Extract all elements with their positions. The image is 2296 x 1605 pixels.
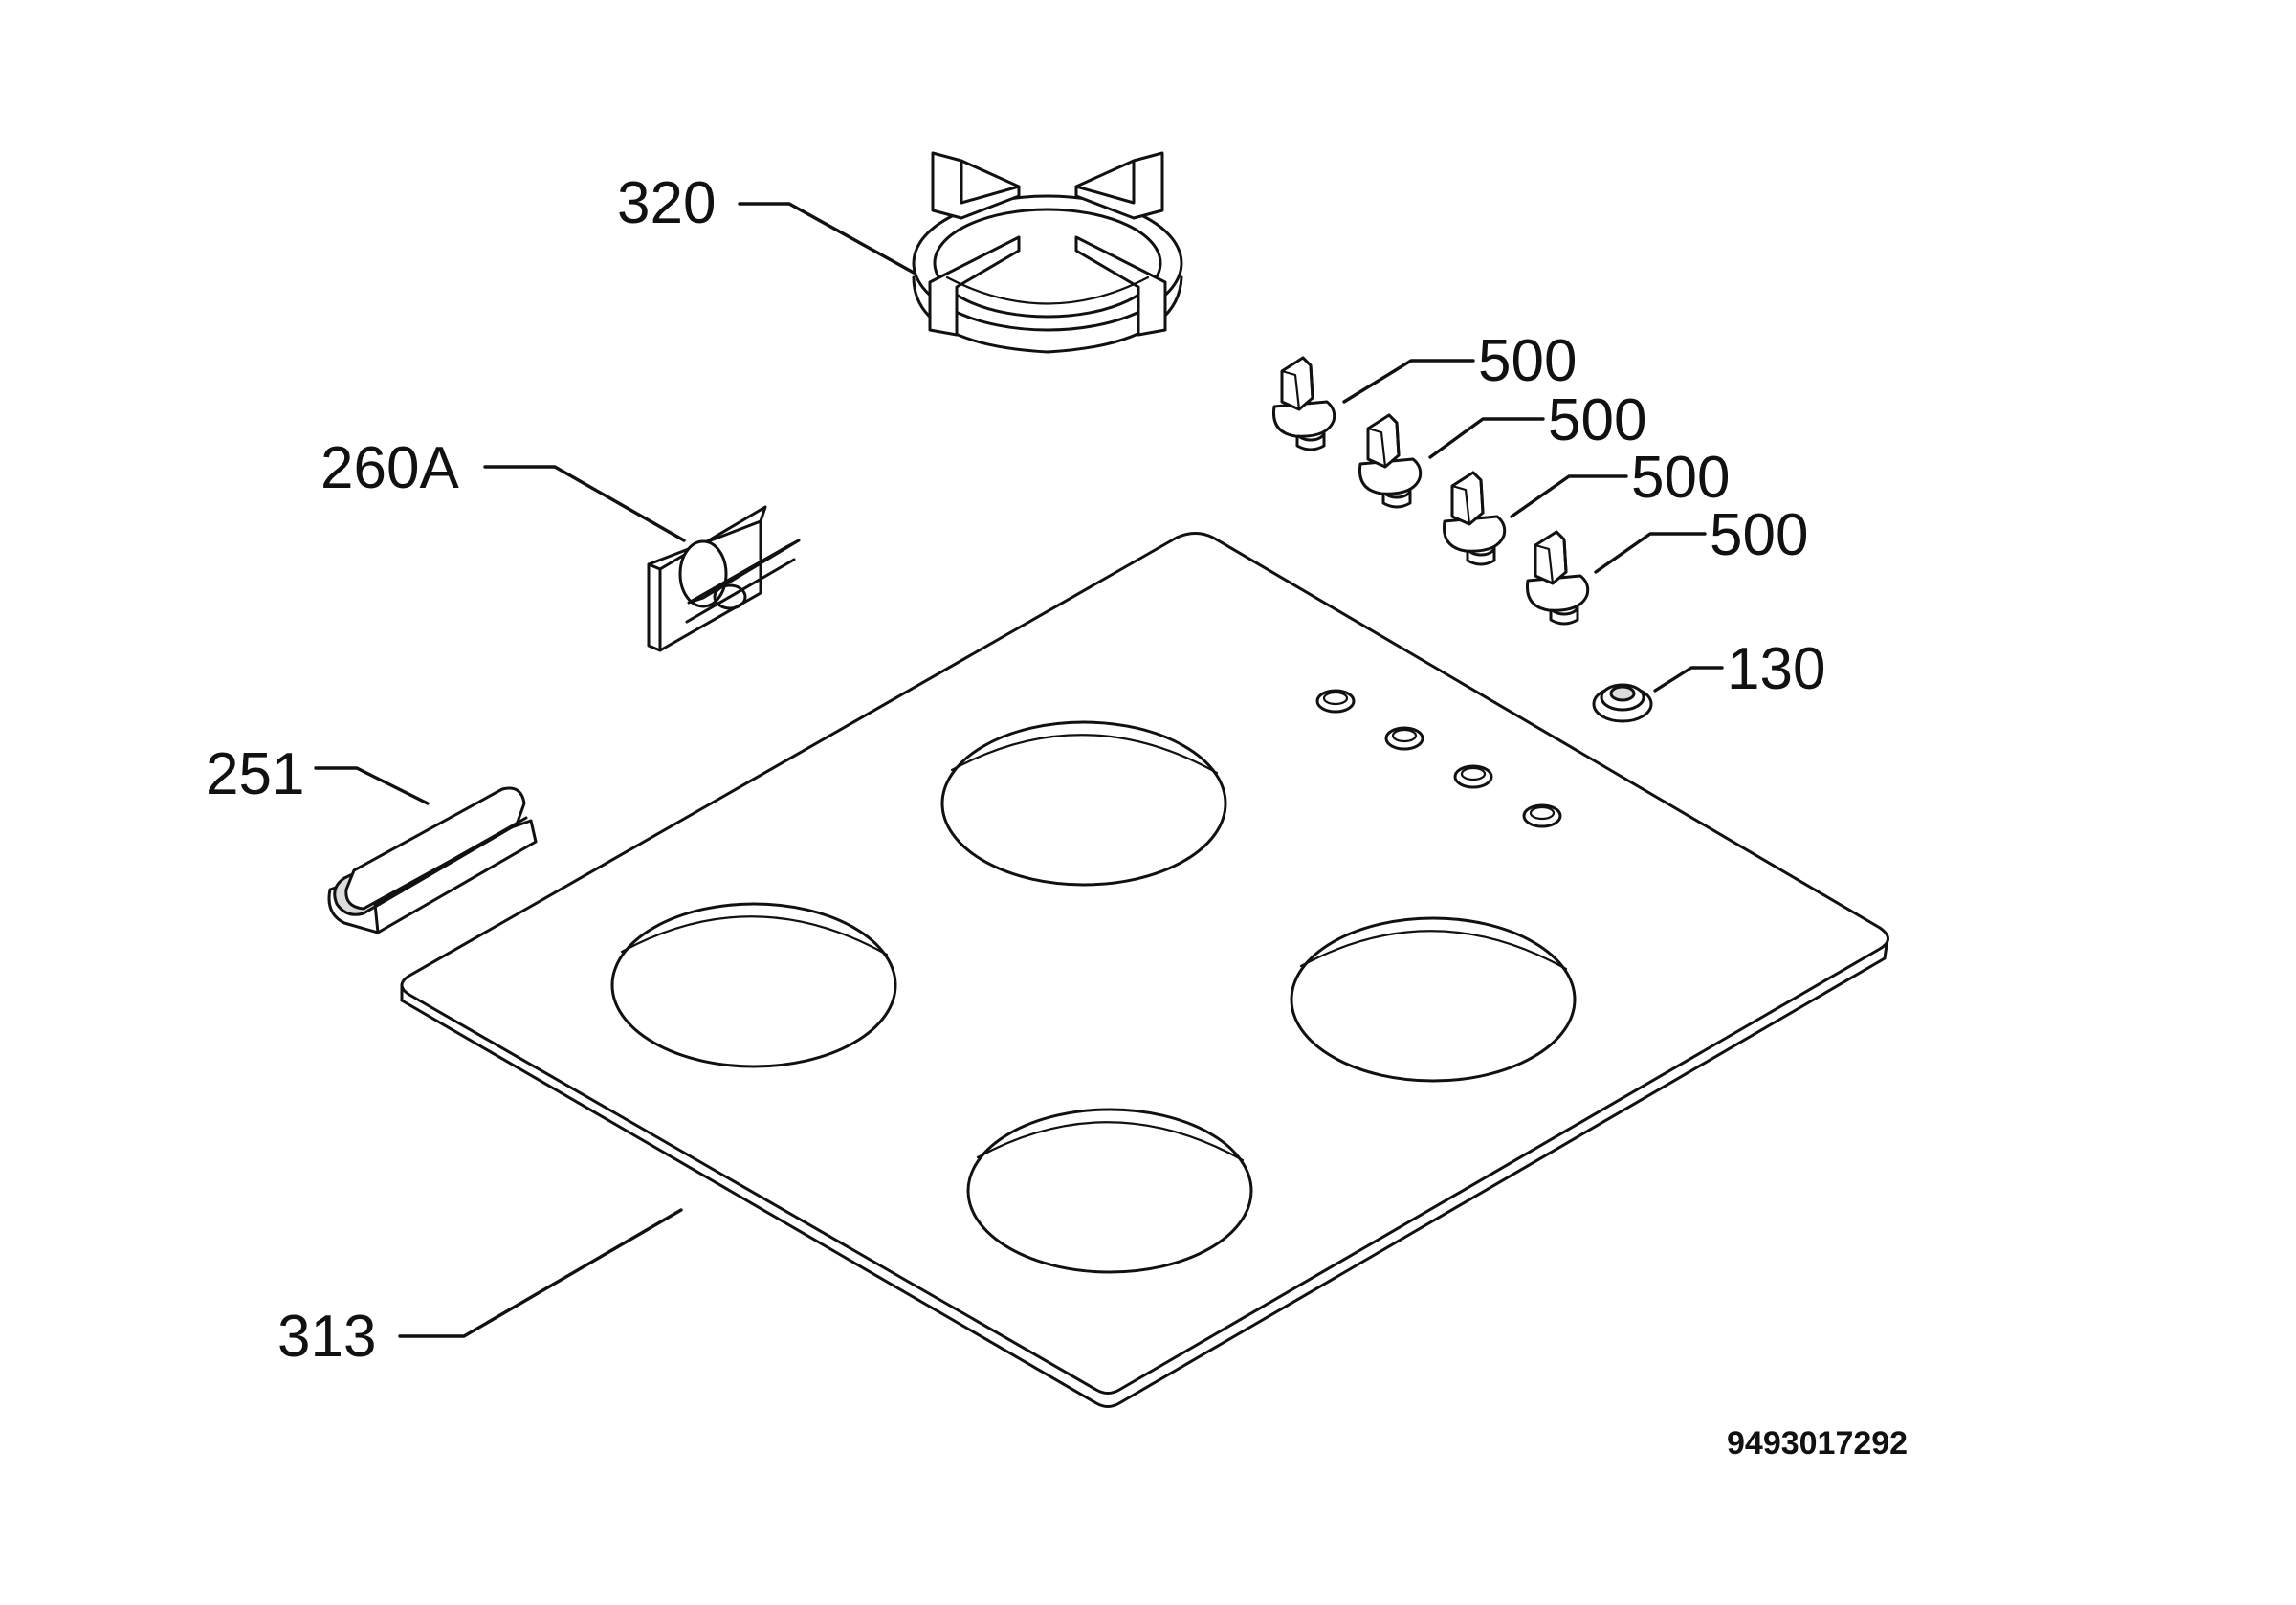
drawing-code: 9493017292 <box>1727 1425 1908 1462</box>
knob-outline <box>1366 427 1387 469</box>
knob-holes <box>1315 689 1562 828</box>
label-130: 130 <box>1727 636 1825 702</box>
control-panel-bracket <box>647 505 801 652</box>
knob-outline <box>1525 574 1590 612</box>
knob-outline <box>1442 515 1507 553</box>
leader-251 <box>314 766 430 805</box>
leader-500-3 <box>1510 474 1628 518</box>
label-260a: 260A <box>320 435 459 501</box>
leader-500-4 <box>1594 532 1707 574</box>
knob-outline <box>1450 484 1471 526</box>
label-251: 251 <box>206 741 304 807</box>
knob-outline <box>1534 543 1555 585</box>
pan-support <box>912 151 1183 354</box>
hob-opening-back <box>940 720 1227 887</box>
knob-outline <box>1271 400 1336 438</box>
leader-320 <box>738 202 916 275</box>
leader-130 <box>1653 666 1724 693</box>
leader-500-2 <box>1428 417 1545 459</box>
label-320: 320 <box>617 170 716 236</box>
knob-outline <box>1358 457 1423 495</box>
knob-outline <box>1555 530 1568 574</box>
hob-opening-right <box>1290 916 1577 1083</box>
knob-outline <box>1471 471 1485 515</box>
control-knob <box>1271 356 1336 451</box>
label-500-3: 500 <box>1631 445 1730 511</box>
hob-opening-left <box>610 902 897 1068</box>
knob-outline <box>1301 356 1314 400</box>
ignition-button <box>1592 683 1653 723</box>
leader-313 <box>398 1208 683 1338</box>
label-500-2: 500 <box>1548 387 1646 453</box>
leader-260a <box>483 465 686 542</box>
label-500-1: 500 <box>1478 328 1577 394</box>
control-knob <box>1525 530 1590 626</box>
label-500-4: 500 <box>1710 502 1808 568</box>
control-knob <box>1442 471 1507 566</box>
control-knobs <box>1271 356 1590 626</box>
label-313: 313 <box>277 1304 376 1370</box>
hob-top-plate <box>400 532 1889 1408</box>
control-knob <box>1358 413 1423 509</box>
knob-outline <box>1387 413 1401 457</box>
leader-500-1 <box>1342 359 1475 404</box>
clip <box>327 786 538 934</box>
hob-opening-front <box>966 1108 1253 1274</box>
leader-lines <box>314 202 1724 1338</box>
callout-labels: 320 260A 251 500 500 500 500 130 313 949… <box>206 170 1908 1462</box>
knob-outline <box>1280 369 1301 411</box>
